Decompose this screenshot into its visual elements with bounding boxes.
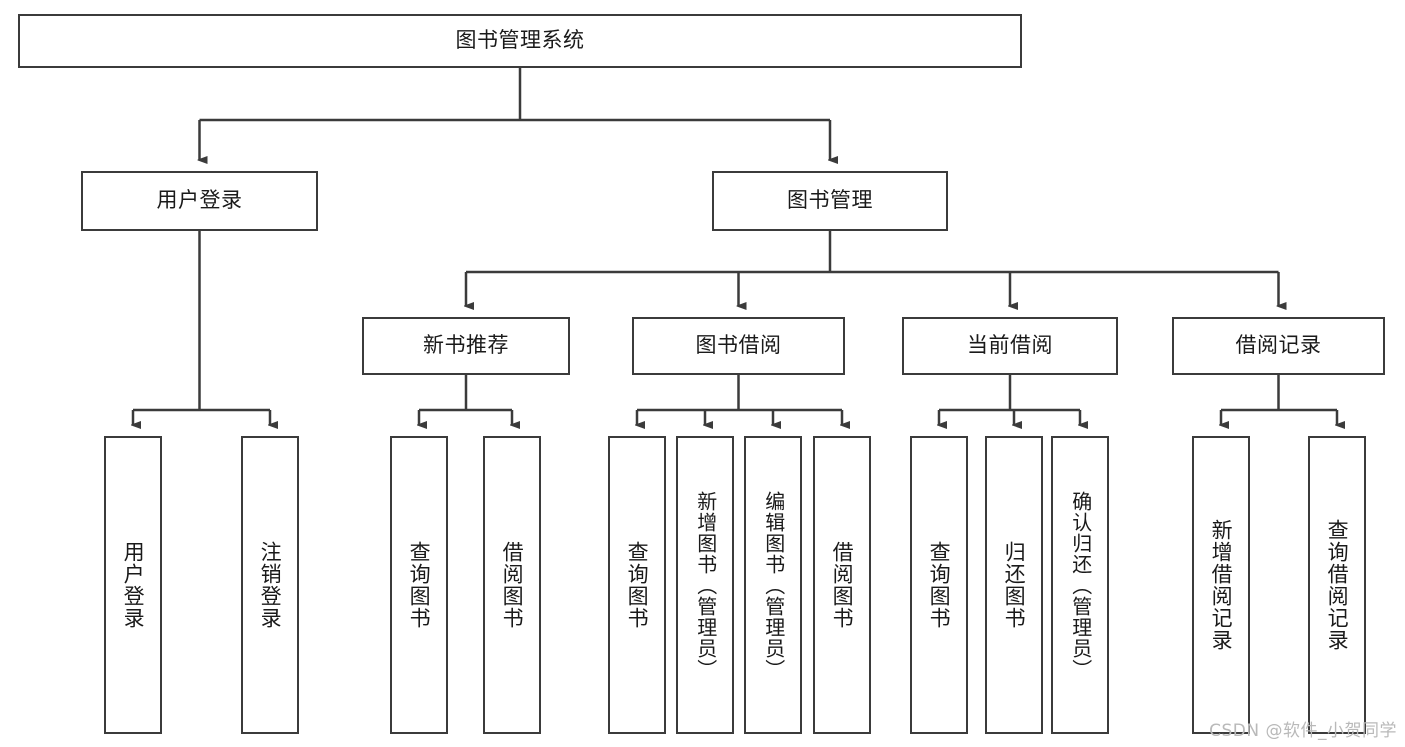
node-label: 注销登录 <box>258 541 283 629</box>
node-leaf-rec2: 查询借阅记录 <box>1308 436 1366 734</box>
node-label: 查询图书 <box>927 541 952 629</box>
node-label: 借阅记录 <box>1235 333 1322 358</box>
node-label: 图书借阅 <box>695 333 782 358</box>
node-root: 图书管理系统 <box>18 14 1022 68</box>
node-leaf-bor3: 编辑图书（管理员） <box>744 436 802 734</box>
node-leaf-bor2: 新增图书（管理员） <box>676 436 734 734</box>
node-leaf-cur2: 归还图书 <box>985 436 1043 734</box>
node-label: 用户登录 <box>121 541 146 629</box>
node-label: 借阅图书 <box>500 541 525 629</box>
node-label: 编辑图书（管理员） <box>761 490 786 680</box>
node-label: 新书推荐 <box>423 333 509 358</box>
node-label: 查询图书 <box>625 541 650 629</box>
node-bookmgmt: 图书管理 <box>712 171 948 231</box>
node-label: 图书管理系统 <box>455 28 585 53</box>
node-leaf-rec1: 新增借阅记录 <box>1192 436 1250 734</box>
node-leaf-cur3: 确认归还（管理员） <box>1051 436 1109 734</box>
node-leaf-new2: 借阅图书 <box>483 436 541 734</box>
node-leaf-bor4: 借阅图书 <box>813 436 871 734</box>
node-leaf-bor1: 查询图书 <box>608 436 666 734</box>
node-records: 借阅记录 <box>1172 317 1385 375</box>
node-label: 新增图书（管理员） <box>693 490 718 680</box>
node-label: 图书管理 <box>787 188 873 213</box>
node-label: 用户登录 <box>156 188 243 213</box>
node-label: 新增借阅记录 <box>1209 519 1234 651</box>
node-leaf-new1: 查询图书 <box>390 436 448 734</box>
node-label: 当前借阅 <box>967 333 1053 358</box>
node-label: 查询借阅记录 <box>1325 519 1350 651</box>
node-label: 确认归还（管理员） <box>1068 490 1093 680</box>
node-leaf-login1: 用户登录 <box>104 436 162 734</box>
node-label: 归还图书 <box>1002 541 1027 629</box>
node-label: 查询图书 <box>407 541 432 629</box>
node-newbook: 新书推荐 <box>362 317 570 375</box>
node-current: 当前借阅 <box>902 317 1118 375</box>
node-leaf-login2: 注销登录 <box>241 436 299 734</box>
node-borrow: 图书借阅 <box>632 317 845 375</box>
node-leaf-cur1: 查询图书 <box>910 436 968 734</box>
node-login: 用户登录 <box>81 171 318 231</box>
node-label: 借阅图书 <box>830 541 855 629</box>
